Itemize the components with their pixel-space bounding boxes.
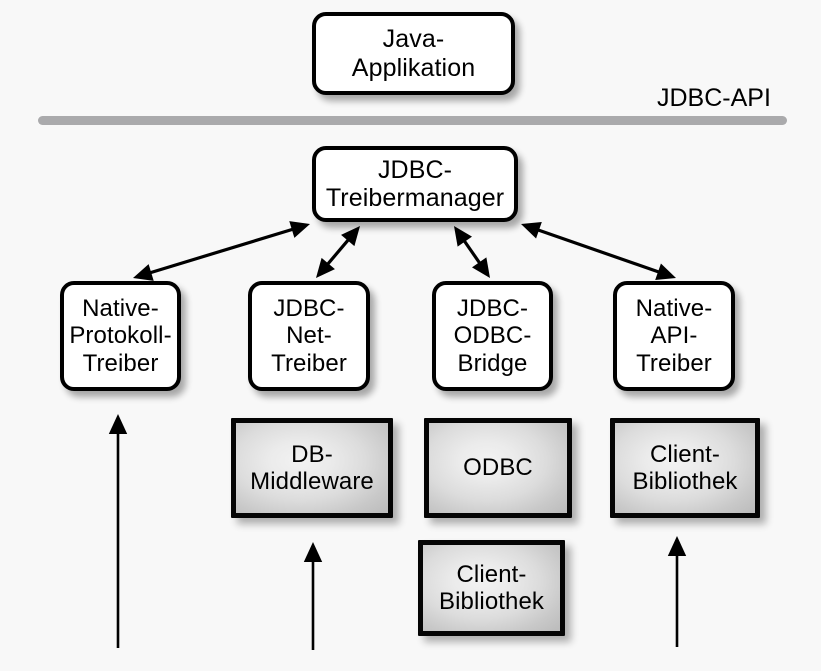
arrowhead-start [521,221,542,239]
node-db-middleware: DB- Middleware [231,418,393,518]
node-jdbc-odbc-bridge: JDBC- ODBC- Bridge [432,281,553,391]
node-label: Native- Protokoll- Treiber [69,294,172,377]
node-client-bibliothek-right: Client- Bibliothek [610,418,760,518]
node-odbc: ODBC [424,418,572,518]
arrowhead-end [133,264,154,281]
connector-shaft [460,236,484,268]
arrowhead-end [667,536,687,556]
arrowhead-start [454,226,473,247]
node-label: JDBC- Net- Treiber [271,294,347,377]
node-label: Java- Applikation [351,25,476,82]
connector-manager-to-native-api [521,221,676,281]
connector-manager-to-jdbc-odbc [454,226,490,278]
connector-manager-to-native-protokoll [133,221,310,281]
node-label: JDBC- ODBC- Bridge [453,294,532,377]
node-label: Client- Bibliothek [438,560,545,615]
connector-shaft [533,226,664,276]
arrowhead-end [303,542,323,562]
node-label: DB- Middleware [250,440,374,495]
arrowhead-end [655,263,676,281]
node-label: JDBC- Treibermanager [325,155,505,213]
node-label: Native- API- Treiber [635,294,713,377]
connector-database-to-native-protokoll [108,414,128,648]
node-jdbc-net-treiber: JDBC- Net- Treiber [248,281,370,391]
jdbc-api-separator-line [38,116,787,125]
node-native-protokoll-treiber: Native- Protokoll- Treiber [60,281,181,391]
node-label: Client- Bibliothek [632,440,738,495]
node-native-api-treiber: Native- API- Treiber [613,281,735,391]
node-java-applikation: Java- Applikation [312,12,515,95]
node-jdbc-treibermanager: JDBC- Treibermanager [312,146,518,222]
connector-manager-to-jdbc-net [316,226,360,278]
node-label: ODBC [463,454,533,482]
arrowhead-end [316,257,335,278]
connector-database-to-client-bibliothek-right [667,536,687,647]
connector-shaft [323,235,353,269]
arrowhead-end [108,414,128,434]
node-client-bibliothek-bottom: Client- Bibliothek [418,540,565,636]
connector-database-to-db-middleware [303,542,323,650]
jdbc-api-label: JDBC-API [657,84,771,112]
arrowhead-start [289,221,310,238]
arrowhead-start [341,226,360,247]
connector-shaft [145,226,298,276]
arrowhead-end [471,257,490,278]
